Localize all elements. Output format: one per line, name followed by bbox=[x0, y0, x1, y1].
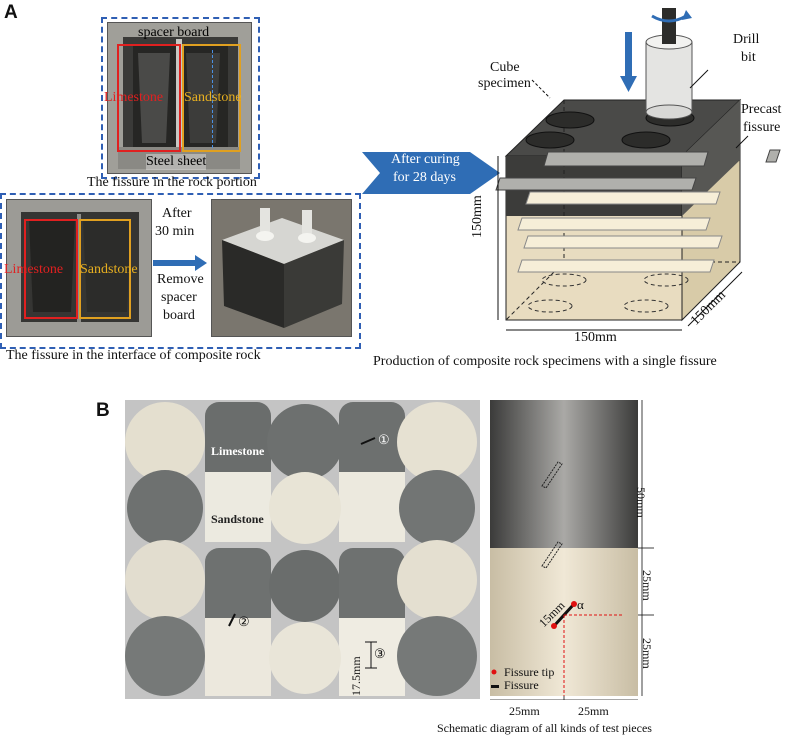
dim-height-150: 150mm bbox=[470, 195, 485, 238]
drill-label-1: Drill bbox=[733, 32, 760, 47]
sandstone-label-b: Sandstone bbox=[211, 512, 264, 526]
mold-photo bbox=[211, 199, 352, 337]
steel-sheet-label: Steel sheet bbox=[146, 154, 207, 170]
board-label: board bbox=[163, 308, 195, 323]
marker-3: ③ bbox=[374, 646, 386, 661]
limestone-outline-bottom bbox=[24, 219, 78, 319]
limestone-label-top: Limestone bbox=[104, 90, 164, 105]
interface-photos-frame bbox=[0, 193, 361, 349]
curing-arrow bbox=[362, 152, 500, 194]
spacer-board-label: spacer board bbox=[138, 25, 210, 40]
caption-rock-portion: The fissure in the rock portion bbox=[87, 175, 257, 190]
precast-label-2: fissure bbox=[743, 120, 781, 135]
dim-25mm-top: 25mm bbox=[640, 570, 654, 601]
alpha-label: α bbox=[577, 597, 584, 612]
remove-label: Remove bbox=[157, 272, 204, 287]
marker-2: ② bbox=[238, 614, 250, 629]
specimens-photo bbox=[125, 400, 480, 699]
legend-fissure-tip: Fissure tip bbox=[504, 665, 555, 679]
legend-fissure: Fissure bbox=[504, 678, 539, 692]
limestone-label-bottom: Limestone bbox=[4, 262, 64, 277]
limestone-label-b: Limestone bbox=[211, 444, 265, 458]
drill-label-2: bit bbox=[741, 50, 756, 65]
marker-1: ① bbox=[378, 432, 390, 447]
sandstone-label-top: Sandstone bbox=[184, 90, 242, 105]
dim-25mm-bottom: 25mm bbox=[640, 638, 654, 669]
sandstone-outline-bottom bbox=[79, 219, 131, 319]
cube-label-1: Cube bbox=[490, 60, 520, 75]
curing-label-2: for 28 days bbox=[393, 170, 456, 185]
dim-25mm-left: 25mm bbox=[509, 704, 540, 718]
sandstone-outline-top bbox=[182, 44, 241, 152]
fissure-dashed-line bbox=[212, 50, 213, 148]
dim-25mm-right: 25mm bbox=[578, 704, 609, 718]
caption-schematic: Schematic diagram of all kinds of test p… bbox=[437, 721, 652, 735]
schematic-specimen bbox=[490, 400, 654, 700]
remove-arrow bbox=[153, 255, 207, 271]
curing-label-1: After curing bbox=[391, 152, 460, 167]
dim-width-150: 150mm bbox=[574, 330, 617, 345]
after-label: After bbox=[162, 206, 192, 221]
precast-label-1: Precast bbox=[741, 102, 782, 117]
sandstone-label-bottom: Sandstone bbox=[80, 262, 138, 277]
panel-letter-b: B bbox=[96, 400, 110, 421]
rock-portion-photo-frame bbox=[101, 17, 260, 179]
min-label: 30 min bbox=[155, 224, 195, 239]
cube-label-2: specimen bbox=[478, 76, 531, 91]
caption-production: Production of composite rock specimens w… bbox=[373, 354, 717, 369]
caption-interface: The fissure in the interface of composit… bbox=[6, 348, 261, 363]
limestone-outline-top bbox=[117, 44, 181, 152]
cube-schematic bbox=[495, 8, 781, 331]
spacer-label: spacer bbox=[161, 290, 197, 305]
panel-letter-a: A bbox=[4, 2, 18, 23]
dim-17-5: 17.5mm bbox=[349, 656, 363, 696]
dim-50mm: 50mm bbox=[634, 487, 648, 518]
